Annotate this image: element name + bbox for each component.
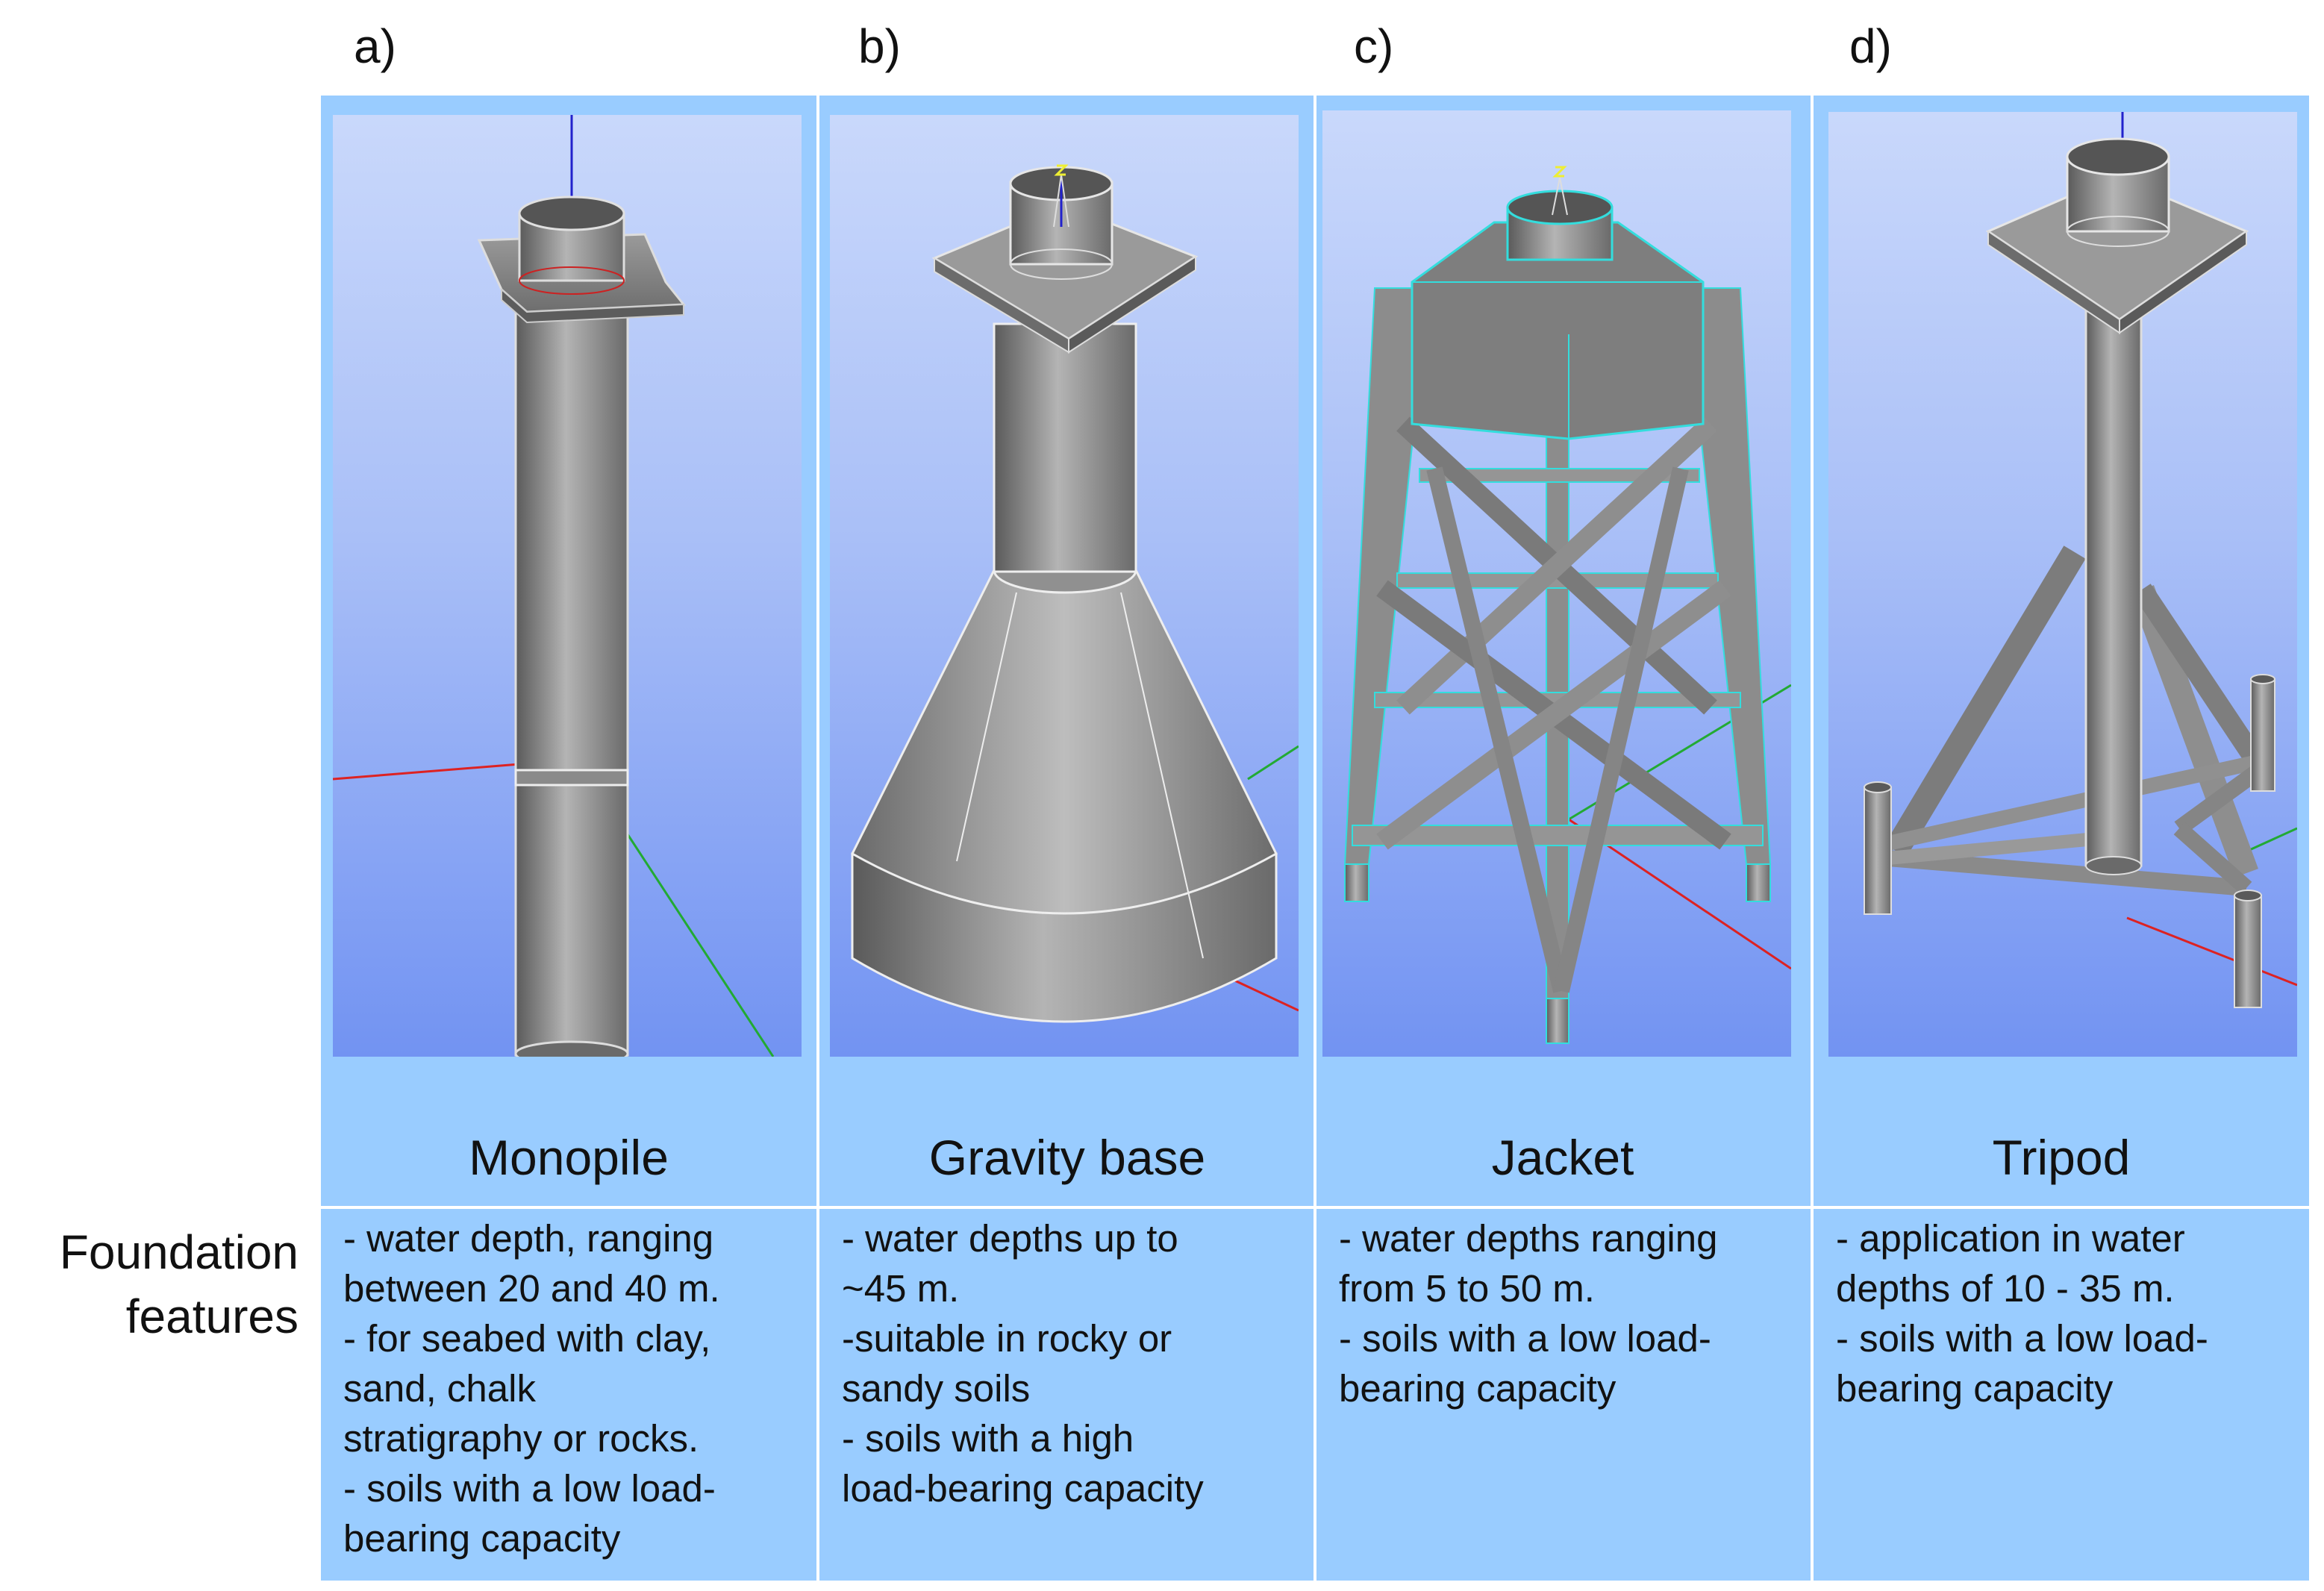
tripod-title: Tripod — [1992, 1130, 2131, 1185]
tripod-model — [1864, 112, 2297, 1008]
panel-a-letter: a) — [354, 19, 396, 73]
tripod-viewport — [1828, 112, 2297, 1057]
gravity-base-column: Gravity base - water depths up to ~45 m.… — [819, 96, 1314, 1581]
column-divider — [816, 96, 819, 1581]
monopile-title: Monopile — [469, 1130, 669, 1185]
monopile-features: - water depth, ranging between 20 and 40… — [343, 1217, 720, 1560]
tripod-features: - application in water depths of 10 - 35… — [1836, 1217, 2208, 1410]
jacket-viewport — [1322, 110, 1791, 1057]
jacket-features: - water depths ranging from 5 to 50 m. -… — [1339, 1217, 1718, 1410]
gravity-base-model — [851, 164, 1299, 1023]
jacket-title: Jacket — [1491, 1130, 1634, 1185]
gravity-base-viewport — [830, 115, 1299, 1057]
jacket-column: Jacket - water depths ranging from 5 to … — [1316, 96, 1811, 1581]
jacket-model — [1343, 166, 1791, 1044]
row-divider — [321, 1206, 2309, 1209]
gravity-base-title: Gravity base — [928, 1130, 1206, 1185]
tripod-column: Tripod - application in water depths of … — [1814, 96, 2309, 1581]
panel-d-letter: d) — [1849, 19, 1892, 73]
monopile-viewport — [333, 115, 802, 1057]
monopile-model — [333, 115, 775, 1057]
column-divider — [1811, 96, 1814, 1581]
panel-c-letter: c) — [1354, 19, 1394, 73]
monopile-column: Monopile - water depth, ranging between … — [321, 96, 816, 1581]
column-divider — [1314, 96, 1316, 1581]
panel-b-letter: b) — [858, 19, 901, 73]
comparison-table: Monopile - water depth, ranging between … — [321, 96, 2309, 1581]
foundation-features-label: Foundation features — [59, 1225, 299, 1343]
gravity-base-features: - water depths up to ~45 m. -suitable in… — [842, 1217, 1204, 1510]
